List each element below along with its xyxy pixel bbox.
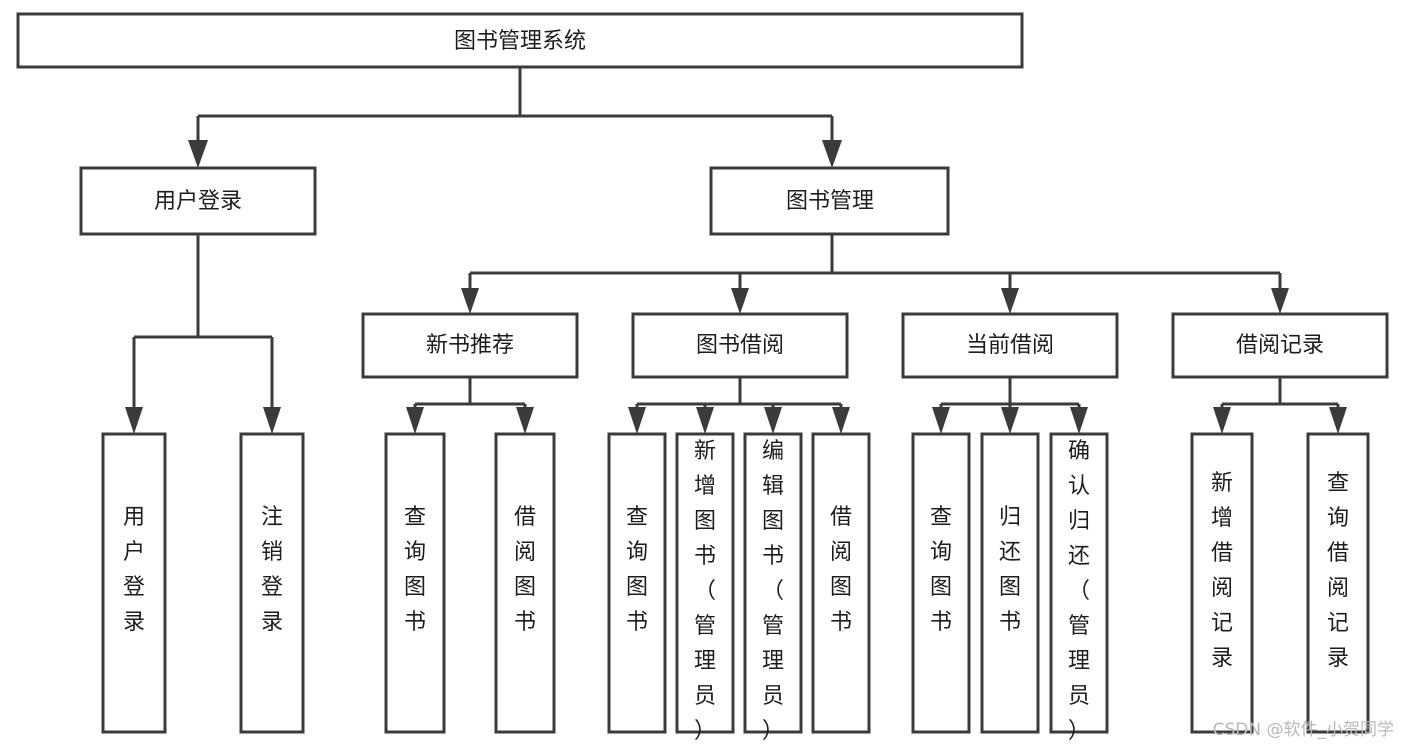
node-leaf-query-book-3[interactable]: 查询图书 (911, 432, 971, 734)
node-root-label: 图书管理系统 (454, 29, 586, 54)
arrow-to-leaf-borrow-book-1 (516, 407, 534, 434)
node-book-borrow-label: 图书借阅 (696, 333, 784, 358)
node-root[interactable]: 图书管理系统 (16, 12, 1024, 69)
node-leaf-return-book-box[interactable] (980, 432, 1040, 734)
node-leaf-logout[interactable]: 注销登录 (239, 432, 305, 734)
node-leaf-borrow-book-2-box[interactable] (811, 432, 871, 734)
node-new-book-recommend[interactable]: 新书推荐 (361, 312, 579, 379)
connector-layer (125, 67, 1347, 434)
node-leaf-query-record-label: 查询借阅记录 (1327, 471, 1349, 671)
node-current-borrow[interactable]: 当前借阅 (901, 312, 1119, 379)
node-book-borrow[interactable]: 图书借阅 (631, 312, 849, 379)
node-leaf-logout-box[interactable] (239, 432, 305, 734)
csdn-watermark: CSDN @软件_小贺同学 (1213, 720, 1394, 740)
arrow-to-book-manage (822, 140, 842, 168)
node-leaf-return-book[interactable]: 归还图书 (980, 432, 1040, 734)
node-current-borrow-box[interactable] (901, 312, 1119, 379)
arrow-to-leaf-user-login (125, 407, 143, 434)
node-leaf-logout-label: 注销登录 (261, 505, 283, 635)
arrow-to-book-borrow (731, 288, 749, 314)
node-leaf-edit-book-label: 编辑图书（管理员） (762, 439, 784, 744)
node-leaf-query-book-2[interactable]: 查询图书 (607, 432, 667, 734)
node-leaf-add-record-label: 新增借阅记录 (1211, 471, 1233, 671)
node-new-book-recommend-label: 新书推荐 (426, 333, 514, 358)
node-leaf-borrow-book-1[interactable]: 借阅图书 (494, 432, 556, 734)
node-leaf-add-book-label: 新增图书（管理员） (694, 439, 716, 744)
node-leaf-borrow-book-2-label: 借阅图书 (830, 505, 852, 635)
node-book-manage[interactable]: 图书管理 (709, 166, 950, 236)
arrow-to-leaf-query-record (1329, 407, 1347, 434)
arrow-to-borrow-record (1271, 288, 1289, 314)
arrow-to-current-borrow (1001, 288, 1019, 314)
node-user-login-label: 用户登录 (154, 189, 242, 214)
node-leaf-return-book-label: 归还图书 (999, 505, 1021, 635)
node-user-login[interactable]: 用户登录 (79, 166, 317, 236)
node-book-manage-label: 图书管理 (786, 189, 874, 214)
node-current-borrow-label: 当前借阅 (966, 333, 1054, 358)
node-leaf-borrow-book-1-box[interactable] (494, 432, 556, 734)
node-leaf-add-record-box[interactable] (1190, 432, 1254, 734)
arrow-to-leaf-edit-book (764, 407, 782, 434)
node-leaf-add-record[interactable]: 新增借阅记录 (1190, 432, 1254, 734)
arrow-to-leaf-query-book-1 (406, 407, 424, 434)
node-leaf-query-book-1-box[interactable] (384, 432, 446, 734)
node-leaf-query-record[interactable]: 查询借阅记录 (1306, 432, 1370, 734)
node-book-borrow-box[interactable] (631, 312, 849, 379)
node-leaf-query-book-3-label: 查询图书 (930, 505, 952, 635)
node-book-manage-box[interactable] (709, 166, 950, 236)
node-leaf-user-login-label: 用户登录 (123, 505, 145, 635)
node-borrow-record-label: 借阅记录 (1236, 333, 1324, 358)
node-leaf-add-book-box[interactable] (675, 432, 735, 734)
node-borrow-record[interactable]: 借阅记录 (1171, 312, 1389, 379)
node-leaf-user-login[interactable]: 用户登录 (101, 432, 167, 734)
node-leaf-confirm-return-box[interactable] (1049, 432, 1109, 734)
arrow-to-leaf-return-book (1001, 407, 1019, 434)
arrow-to-leaf-borrow-book-2 (832, 407, 850, 434)
node-leaf-confirm-return[interactable]: 确认归还（管理员） (1049, 432, 1109, 744)
node-borrow-record-box[interactable] (1171, 312, 1389, 379)
node-root-box[interactable] (16, 12, 1024, 69)
node-leaf-borrow-book-1-label: 借阅图书 (514, 505, 536, 635)
node-user-login-box[interactable] (79, 166, 317, 236)
node-new-book-recommend-box[interactable] (361, 312, 579, 379)
arrow-to-user-login (188, 140, 208, 168)
node-leaf-query-book-1[interactable]: 查询图书 (384, 432, 446, 734)
arrow-to-leaf-query-book-3 (932, 407, 950, 434)
node-leaf-query-book-3-box[interactable] (911, 432, 971, 734)
node-leaf-query-book-2-label: 查询图书 (626, 505, 648, 635)
node-leaf-borrow-book-2[interactable]: 借阅图书 (811, 432, 871, 734)
node-leaf-edit-book-box[interactable] (743, 432, 803, 734)
arrow-to-leaf-logout (263, 407, 281, 434)
arrow-to-leaf-confirm-return (1070, 407, 1088, 434)
node-leaf-query-book-2-box[interactable] (607, 432, 667, 734)
arrow-to-new-book-recommend (461, 288, 479, 314)
node-leaf-confirm-return-label: 确认归还（管理员） (1068, 439, 1090, 744)
node-leaf-user-login-box[interactable] (101, 432, 167, 734)
arrow-to-leaf-query-book-2 (628, 407, 646, 434)
node-leaf-add-book[interactable]: 新增图书（管理员） (675, 432, 735, 744)
arrow-to-leaf-add-book (696, 407, 714, 434)
arrow-to-leaf-add-record (1213, 407, 1231, 434)
node-leaf-edit-book[interactable]: 编辑图书（管理员） (743, 432, 803, 744)
node-leaf-query-record-box[interactable] (1306, 432, 1370, 734)
node-leaf-query-book-1-label: 查询图书 (404, 505, 426, 635)
